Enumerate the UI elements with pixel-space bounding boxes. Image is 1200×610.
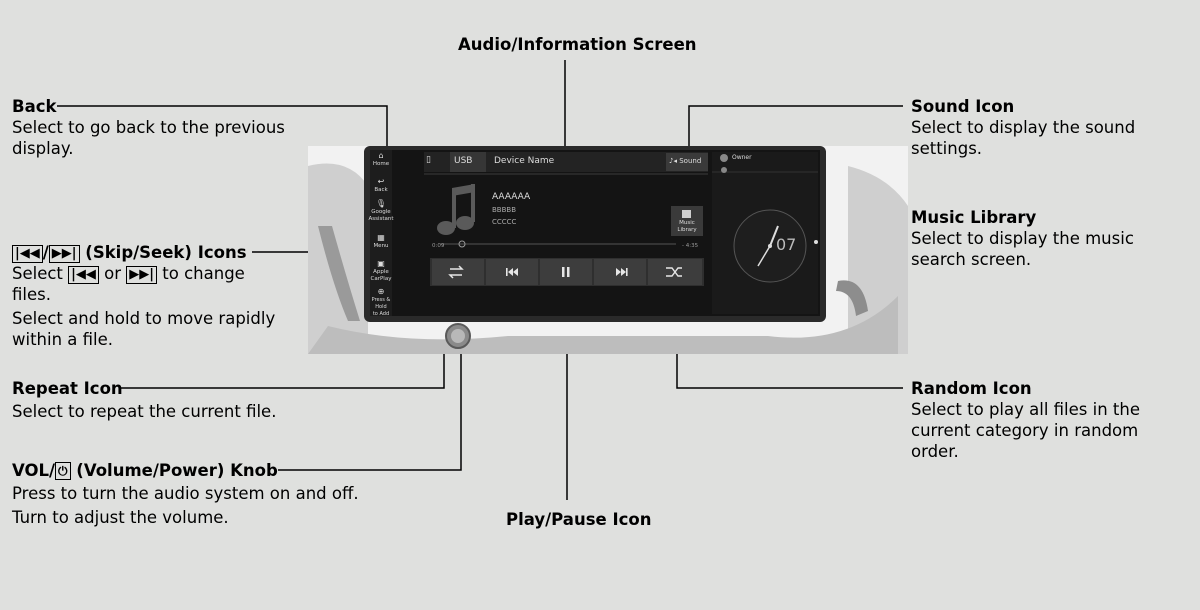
label-play-pause: Play/Pause Icon (506, 510, 652, 529)
label-audio-screen: Audio/Information Screen (458, 35, 697, 54)
pause-icon (562, 267, 570, 277)
sound-icon: ♪◂ (669, 157, 677, 165)
skip-forward-glyph: ▶▶| (48, 245, 80, 263)
owner-label: Owner (732, 154, 752, 161)
device-name: Device Name (494, 156, 555, 166)
line-sound (688, 105, 903, 152)
shuffle-icon (666, 267, 682, 277)
home-icon: ⌂ (378, 151, 384, 160)
skip-forward-icon (616, 268, 628, 276)
skip-back-glyph: |◀◀ (12, 245, 43, 263)
music-note-icon (437, 184, 475, 235)
sound-button[interactable]: ♪◂ Sound (669, 157, 702, 165)
skip-back-button[interactable] (486, 259, 538, 285)
power-icon: ⏻ (55, 462, 71, 480)
label-music-library: Music Library Select to display the musi… (911, 208, 1134, 269)
clock-icon (733, 209, 818, 283)
label-random: Random Icon Select to play all files in … (911, 379, 1140, 461)
carplay-icon: ▣ (377, 259, 385, 268)
random-button[interactable] (648, 259, 702, 285)
skip-back-icon (506, 268, 518, 276)
track-album: CCCCC (492, 218, 517, 226)
repeat-icon (448, 265, 464, 279)
label-sound: Sound Icon Select to display the sound s… (911, 97, 1136, 158)
nav-menu[interactable]: ▦Menu (373, 233, 389, 250)
track-artist: BBBBB (492, 206, 517, 214)
clock-number: 07 (776, 235, 797, 254)
line-vol (278, 345, 462, 471)
usb-icon: ▯ (426, 155, 431, 165)
label-skip-seek: |◀◀/▶▶| (Skip/Seek) Icons Select |◀◀ or … (12, 243, 276, 349)
back-arrow-icon: ↩ (377, 177, 385, 186)
skip-forward-button[interactable] (594, 259, 646, 285)
label-repeat: Repeat Icon Select to repeat the current… (12, 379, 277, 421)
remaining-time: - 4:35 (682, 243, 699, 249)
microphone-icon: 🎙 (375, 199, 387, 208)
track-title: AAAAAA (492, 192, 531, 202)
owner-icon (720, 154, 728, 162)
source-usb[interactable]: USB (454, 156, 473, 166)
play-pause-button[interactable] (540, 259, 592, 285)
menu-icon: ▦ (377, 233, 385, 242)
nav-home[interactable]: ⌂Home (372, 151, 390, 168)
elapsed-time: 0:09 (432, 243, 445, 249)
label-volume-knob: VOL/⏻ (Volume/Power) Knob Press to turn … (12, 461, 359, 527)
label-back: Back Select to go back to the previous d… (12, 97, 285, 158)
repeat-button[interactable] (432, 259, 484, 285)
nav-back[interactable]: ↩Back (374, 177, 388, 194)
plus-icon: ⊕ (377, 287, 385, 296)
device-illustration (308, 146, 908, 354)
